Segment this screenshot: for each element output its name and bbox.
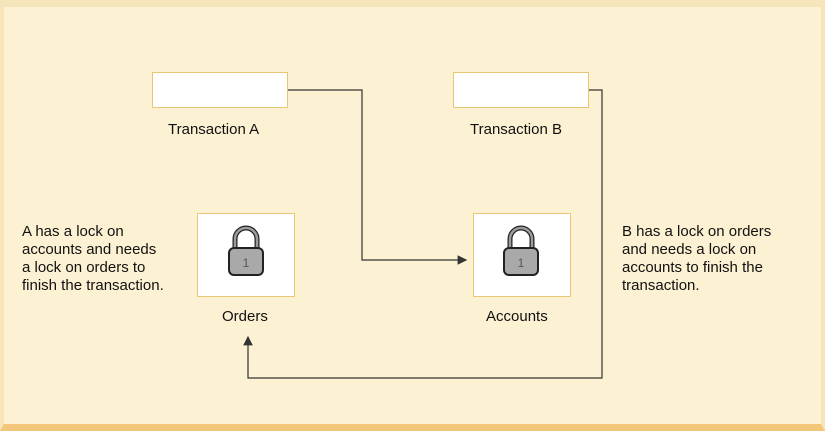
note-b-line: accounts to finish the xyxy=(622,259,763,276)
note-a-line: a lock on orders to xyxy=(22,259,146,276)
note-a-line: accounts and needs xyxy=(22,241,157,258)
transaction-a-label: Transaction A xyxy=(168,121,260,138)
lock-icon: 1 xyxy=(503,225,539,276)
note-b-line: transaction. xyxy=(622,277,700,294)
note-a: A has a lock on accounts and needs a loc… xyxy=(22,223,164,295)
svg-text:1: 1 xyxy=(243,256,250,270)
accounts-label: Accounts xyxy=(486,308,548,325)
transaction-b-label: Transaction B xyxy=(470,121,562,138)
note-a-line: A has a lock on xyxy=(22,223,124,240)
orders-label: Orders xyxy=(222,308,268,325)
note-b-line: and needs a lock on xyxy=(622,241,757,258)
svg-text:1: 1 xyxy=(518,256,525,270)
arrow-a-to-accounts xyxy=(288,89,468,265)
transaction-a-box xyxy=(152,72,288,108)
note-a-line: finish the transaction. xyxy=(22,277,164,294)
note-b-line: B has a lock on orders xyxy=(622,223,772,240)
arrow-b-to-orders xyxy=(243,89,603,379)
lock-icon: 1 xyxy=(228,225,264,276)
transaction-b-box xyxy=(453,72,589,108)
note-b: B has a lock on orders and needs a lock … xyxy=(622,223,771,295)
